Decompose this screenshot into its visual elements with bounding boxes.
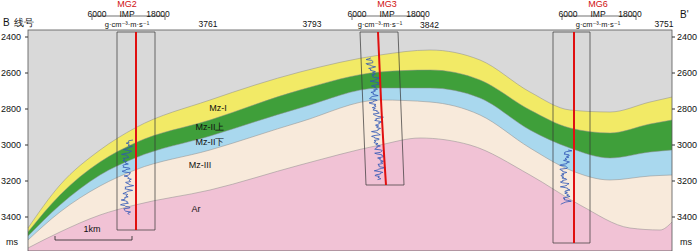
scale-bar — [55, 236, 132, 240]
annotation: g·cm⁻³·m·s⁻¹ — [105, 21, 150, 29]
annotation: 3751 — [655, 20, 674, 29]
tick — [25, 37, 28, 38]
axis-label: ms — [680, 238, 692, 247]
annotation: 18000 — [146, 10, 170, 19]
axis-label: 2600 — [1, 69, 21, 78]
annotation: 18000 — [618, 10, 642, 19]
annotation: 3842 — [420, 21, 439, 30]
tick — [25, 145, 28, 146]
strata-layer — [28, 100, 672, 251]
axis-label: 2800 — [677, 105, 697, 114]
layer-label: Mz-III — [189, 161, 212, 170]
annotation: 3793 — [303, 20, 322, 29]
annotation: B — [3, 18, 10, 28]
well-track — [553, 32, 590, 243]
tick — [672, 109, 675, 110]
well-track — [117, 32, 155, 230]
annotation: 6000 — [559, 10, 578, 19]
axis-label: 3200 — [1, 177, 21, 186]
annotation: 1km — [83, 225, 100, 234]
annotation: 6000 — [88, 10, 107, 19]
layer-label: Mz-I — [209, 104, 227, 113]
axis-label: 2600 — [677, 69, 697, 78]
annotation: 18000 — [406, 10, 430, 19]
well-path — [573, 32, 575, 243]
axis-label: 3400 — [1, 213, 21, 222]
axis-label: 2400 — [677, 33, 697, 42]
tick — [672, 217, 675, 218]
strata-layer — [28, 88, 672, 251]
axis-label: 3200 — [677, 177, 697, 186]
well-path — [378, 32, 386, 185]
annotation: MG6 — [588, 0, 608, 9]
axis-label: 3000 — [1, 141, 21, 150]
annotation: 3761 — [199, 20, 218, 29]
tick — [25, 109, 28, 110]
strata-layer — [28, 70, 672, 251]
annotation: MG2 — [117, 0, 137, 9]
axis-label: 3000 — [677, 141, 697, 150]
layer-label: Ar — [192, 205, 201, 214]
well-path — [135, 32, 137, 230]
well-track — [360, 32, 404, 185]
tick — [25, 181, 28, 182]
annotation: IMP — [590, 10, 605, 19]
tick — [672, 145, 675, 146]
axis-label: 2400 — [1, 33, 21, 42]
background — [28, 30, 672, 251]
annotation: IMP — [379, 10, 394, 19]
tick — [25, 73, 28, 74]
tick — [25, 217, 28, 218]
annotation: 线号 — [14, 18, 34, 28]
tick — [672, 37, 675, 38]
annotation: g·cm⁻³·m·s⁻¹ — [576, 21, 621, 29]
annotation: B' — [680, 10, 689, 20]
layer-label: Mz-II上 — [196, 123, 225, 132]
annotation: IMP — [119, 10, 134, 19]
frame — [28, 30, 672, 251]
annotation: g·cm⁻³·m·s⁻¹ — [358, 21, 403, 29]
layer-label: Mz-II下 — [196, 138, 225, 147]
impedance-log — [121, 140, 134, 214]
annotation: 6000 — [348, 10, 367, 19]
axis-label: 2800 — [1, 105, 21, 114]
strata-layer — [28, 50, 672, 251]
impedance-log — [560, 150, 572, 204]
axis-label: ms — [6, 238, 18, 247]
strata-layer — [28, 138, 672, 251]
tick — [672, 73, 675, 74]
axis-label: 3400 — [677, 213, 697, 222]
tick — [672, 181, 675, 182]
annotation: MG3 — [377, 0, 397, 9]
horizon-line — [28, 138, 672, 248]
